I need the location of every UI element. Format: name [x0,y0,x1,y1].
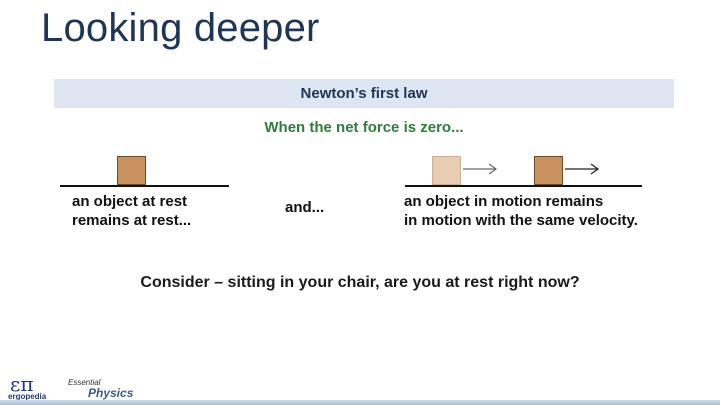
newtons-first-law-figure: Newton’s first law When the net force is… [54,79,674,239]
motion-caption-line1: an object in motion remains [404,193,604,210]
motion-arrow-2 [565,163,600,175]
law-title: Newton’s first law [300,85,428,102]
discussion-question: Consider – sitting in your chair, are yo… [140,274,580,291]
ergopedia-logo-symbol: επ [10,372,34,396]
slide-title: Looking deeper [41,6,320,50]
box-in-motion [534,156,563,185]
condition-text: When the net force is zero... [264,119,464,136]
motion-arrow-1 [463,163,498,175]
connector-text: and... [285,199,325,216]
footer-rule [0,400,720,405]
box-at-rest [117,156,146,185]
ground-line-rest [60,185,229,187]
ground-line-motion [405,185,642,187]
essential-logo-word: Essential [68,378,101,387]
physics-logo-word: Physics [88,386,134,400]
box-previous-position [432,156,461,185]
motion-caption-line2: in motion with the same velocity. [404,212,638,229]
law-banner: Newton’s first law [54,79,674,108]
ergopedia-logo: επ ergopedia [8,372,58,404]
rest-caption-line1: an object at rest [72,193,188,210]
rest-caption-line2: remains at rest... [72,212,192,229]
ergopedia-logo-word: ergopedia [8,392,47,401]
